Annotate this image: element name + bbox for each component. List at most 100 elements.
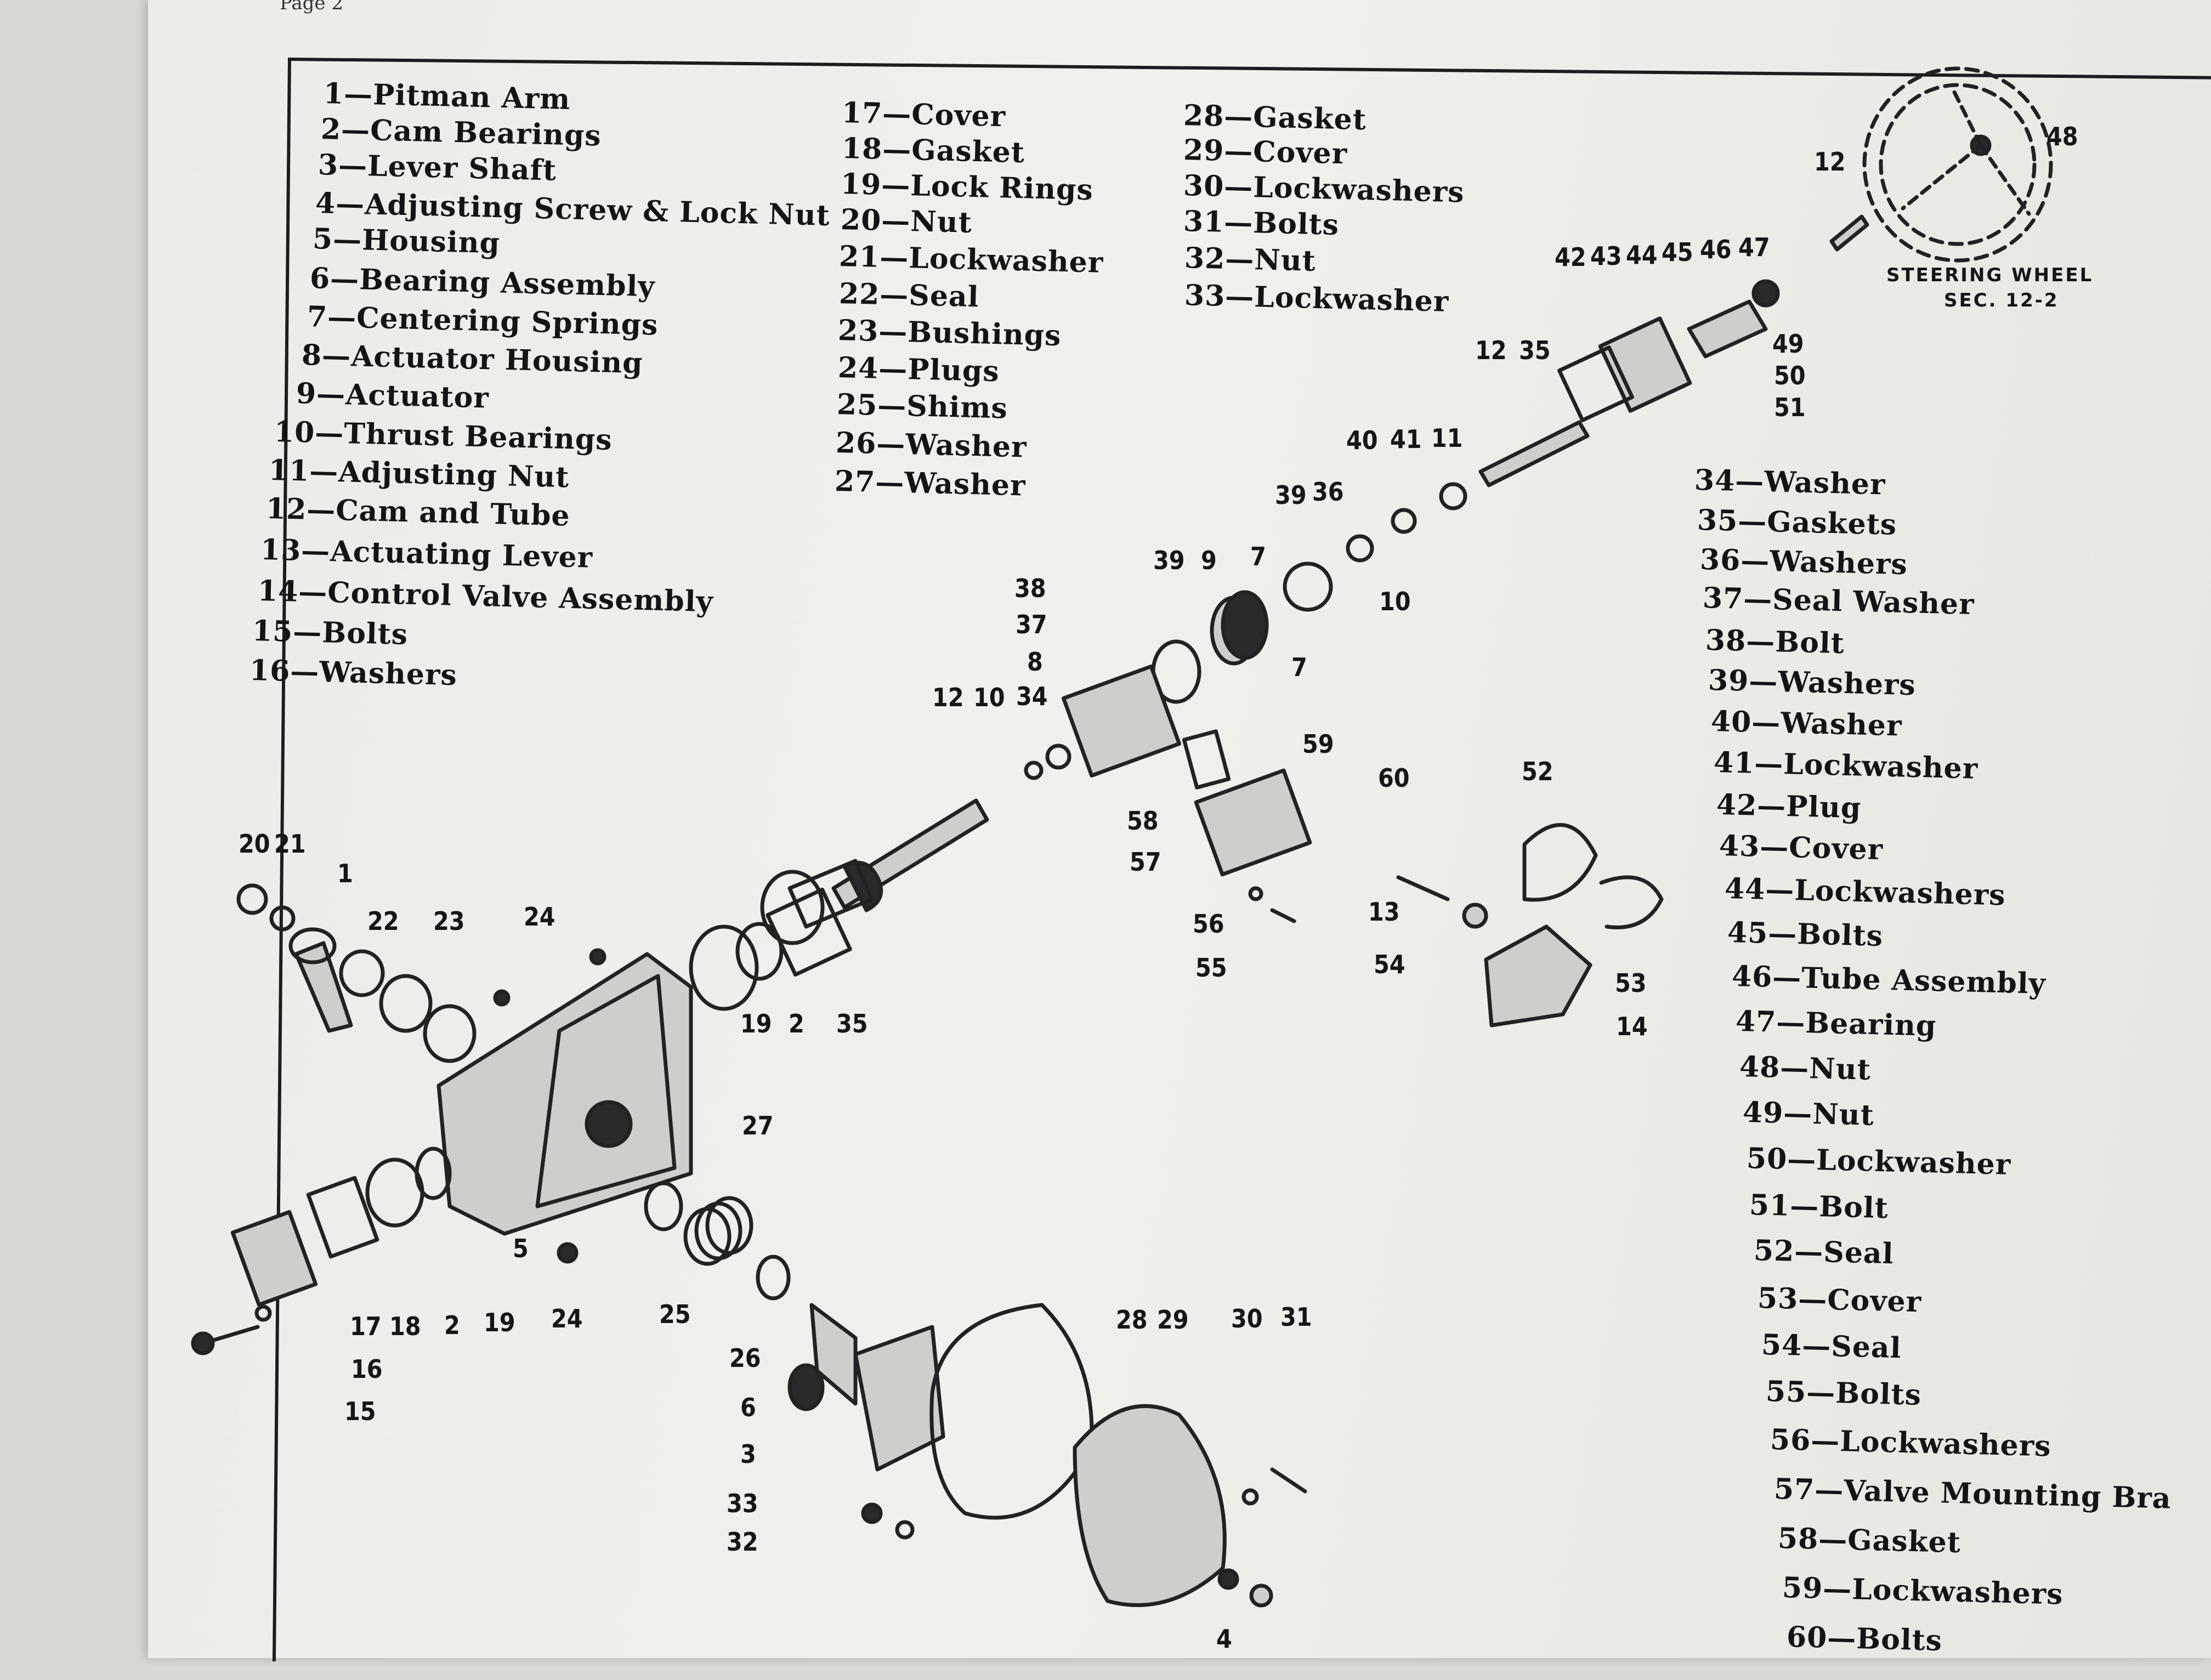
callout-number: 13 bbox=[1368, 897, 1400, 927]
callout-number: 10 bbox=[973, 683, 1005, 712]
callout-number: 5 bbox=[513, 1234, 529, 1263]
legend-item: 52—Seal bbox=[1753, 1234, 1895, 1271]
legend-item: 59—Lockwashers bbox=[1782, 1571, 2064, 1611]
callout-number: 11 bbox=[1431, 423, 1463, 453]
legend-item: 5—Housing bbox=[312, 222, 501, 260]
callout-number: 53 bbox=[1615, 968, 1647, 998]
callout-number: 52 bbox=[1522, 757, 1554, 786]
callout-number: 29 bbox=[1157, 1305, 1189, 1335]
callout-number: 57 bbox=[1130, 847, 1161, 877]
callout-number: 47 bbox=[1738, 232, 1770, 262]
legend-item: 40—Washer bbox=[1710, 705, 1903, 743]
callout-number: 7 bbox=[1250, 542, 1266, 571]
legend-item: 55—Bolts bbox=[1765, 1375, 1922, 1412]
lever-shaft-drawing bbox=[787, 1303, 945, 1540]
callout-number: 8 bbox=[1027, 647, 1043, 677]
actuator-drawing bbox=[1024, 590, 1312, 877]
legend-item: 32—Nut bbox=[1184, 241, 1317, 278]
callout-number: 25 bbox=[659, 1299, 691, 1329]
legend-item: 28—Gasket bbox=[1183, 99, 1367, 137]
callout-number: 3 bbox=[740, 1439, 756, 1469]
callout-number: 2 bbox=[444, 1310, 460, 1340]
callout-number: 18 bbox=[389, 1312, 421, 1341]
callout-number: 9 bbox=[1201, 546, 1217, 575]
steering-wheel-title: STEERING WHEEL bbox=[1886, 264, 2094, 286]
callout-number: 42 bbox=[1555, 242, 1586, 272]
legend-item: 51—Bolt bbox=[1749, 1188, 1889, 1225]
legend-item: 39—Washers bbox=[1708, 663, 1917, 702]
callout-number: 6 bbox=[740, 1393, 756, 1422]
shims-and-washers bbox=[644, 1181, 791, 1301]
legend-item: 58—Gasket bbox=[1777, 1522, 1961, 1560]
legend-item: 27—Washer bbox=[834, 464, 1027, 503]
callout-number: 26 bbox=[729, 1343, 761, 1373]
legend-item: 43—Cover bbox=[1719, 829, 1884, 867]
callout-number: 2 bbox=[789, 1009, 804, 1038]
callout-number: 32 bbox=[727, 1527, 758, 1557]
cam-and-tube-drawing bbox=[760, 798, 989, 945]
legend-item: 24—Plugs bbox=[837, 351, 1000, 389]
callout-number: 59 bbox=[1302, 729, 1334, 759]
legend-item: 36—Washers bbox=[1699, 543, 1908, 582]
callout-number: 1 bbox=[337, 859, 353, 888]
callout-number: 48 bbox=[2046, 122, 2078, 151]
callout-number: 39 bbox=[1275, 480, 1307, 510]
steering-wheel-drawing bbox=[1829, 66, 2053, 263]
callout-number: 44 bbox=[1626, 240, 1658, 270]
callout-number: 49 bbox=[1772, 329, 1804, 359]
legend-item: 3—Lever Shaft bbox=[318, 148, 557, 188]
callout-number: 51 bbox=[1774, 393, 1806, 422]
callout-number: 43 bbox=[1590, 241, 1622, 271]
control-valve-lower bbox=[1248, 822, 1664, 1028]
legend-item: 56—Lockwashers bbox=[1770, 1423, 2052, 1463]
pitman-arm-drawing bbox=[236, 883, 606, 1063]
lower-left-parts bbox=[191, 1147, 579, 1355]
legend-item: 49—Nut bbox=[1742, 1096, 1875, 1132]
legend-item: 54—Seal bbox=[1761, 1328, 1902, 1365]
callout-number: 40 bbox=[1346, 425, 1378, 455]
callout-number: 10 bbox=[1379, 587, 1411, 616]
callout-number: 4 bbox=[1216, 1624, 1232, 1654]
housing-drawing bbox=[436, 887, 852, 1236]
callout-number: 24 bbox=[524, 902, 555, 932]
legend-item: 26—Washer bbox=[835, 426, 1028, 464]
legend-item: 45—Bolts bbox=[1727, 916, 1884, 953]
callout-number: 22 bbox=[367, 906, 399, 936]
callout-number: 12 bbox=[1475, 336, 1507, 365]
legend-item: 41—Lockwasher bbox=[1713, 746, 1978, 786]
legend-item: 29—Cover bbox=[1183, 133, 1348, 171]
legend-item: 9—Actuator bbox=[296, 377, 490, 415]
callout-number: 60 bbox=[1378, 763, 1410, 793]
callout-number: 50 bbox=[1774, 361, 1806, 390]
page-header: Page 2 bbox=[280, 0, 343, 14]
legend-item: 33—Lockwasher bbox=[1184, 279, 1449, 319]
callout-number: 12 bbox=[1814, 147, 1846, 177]
callout-number: 19 bbox=[740, 1009, 772, 1038]
callout-number: 30 bbox=[1231, 1304, 1263, 1333]
legend-item: 30—Lockwashers bbox=[1183, 169, 1465, 209]
callout-number: 16 bbox=[351, 1354, 383, 1384]
callout-number: 17 bbox=[350, 1312, 382, 1341]
callout-number: 54 bbox=[1374, 950, 1405, 979]
callout-number: 23 bbox=[433, 906, 465, 936]
callout-number: 24 bbox=[551, 1304, 583, 1333]
legend-item: 21—Lockwasher bbox=[838, 240, 1104, 280]
manual-page bbox=[148, 0, 2211, 1658]
legend-item: 47—Bearing bbox=[1735, 1004, 1937, 1043]
callout-number: 15 bbox=[344, 1397, 376, 1426]
callout-number: 33 bbox=[727, 1489, 758, 1518]
steering-wheel-section: SEC. 12-2 bbox=[1944, 290, 2059, 311]
legend-item: 37—Seal Washer bbox=[1702, 581, 1975, 622]
callout-number: 35 bbox=[836, 1009, 868, 1038]
legend-item: 53—Cover bbox=[1757, 1281, 1922, 1319]
legend-item: 18—Gasket bbox=[841, 132, 1025, 170]
callout-number: 7 bbox=[1291, 652, 1307, 682]
legend-item: 25—Shims bbox=[836, 388, 1008, 425]
legend-item: 35—Gaskets bbox=[1697, 503, 1897, 542]
callout-number: 39 bbox=[1153, 546, 1185, 575]
legend-item: 2—Cam Bearings bbox=[320, 112, 602, 153]
callout-number: 14 bbox=[1616, 1012, 1648, 1041]
callout-number: 56 bbox=[1193, 909, 1224, 939]
callout-number: 41 bbox=[1390, 424, 1422, 454]
